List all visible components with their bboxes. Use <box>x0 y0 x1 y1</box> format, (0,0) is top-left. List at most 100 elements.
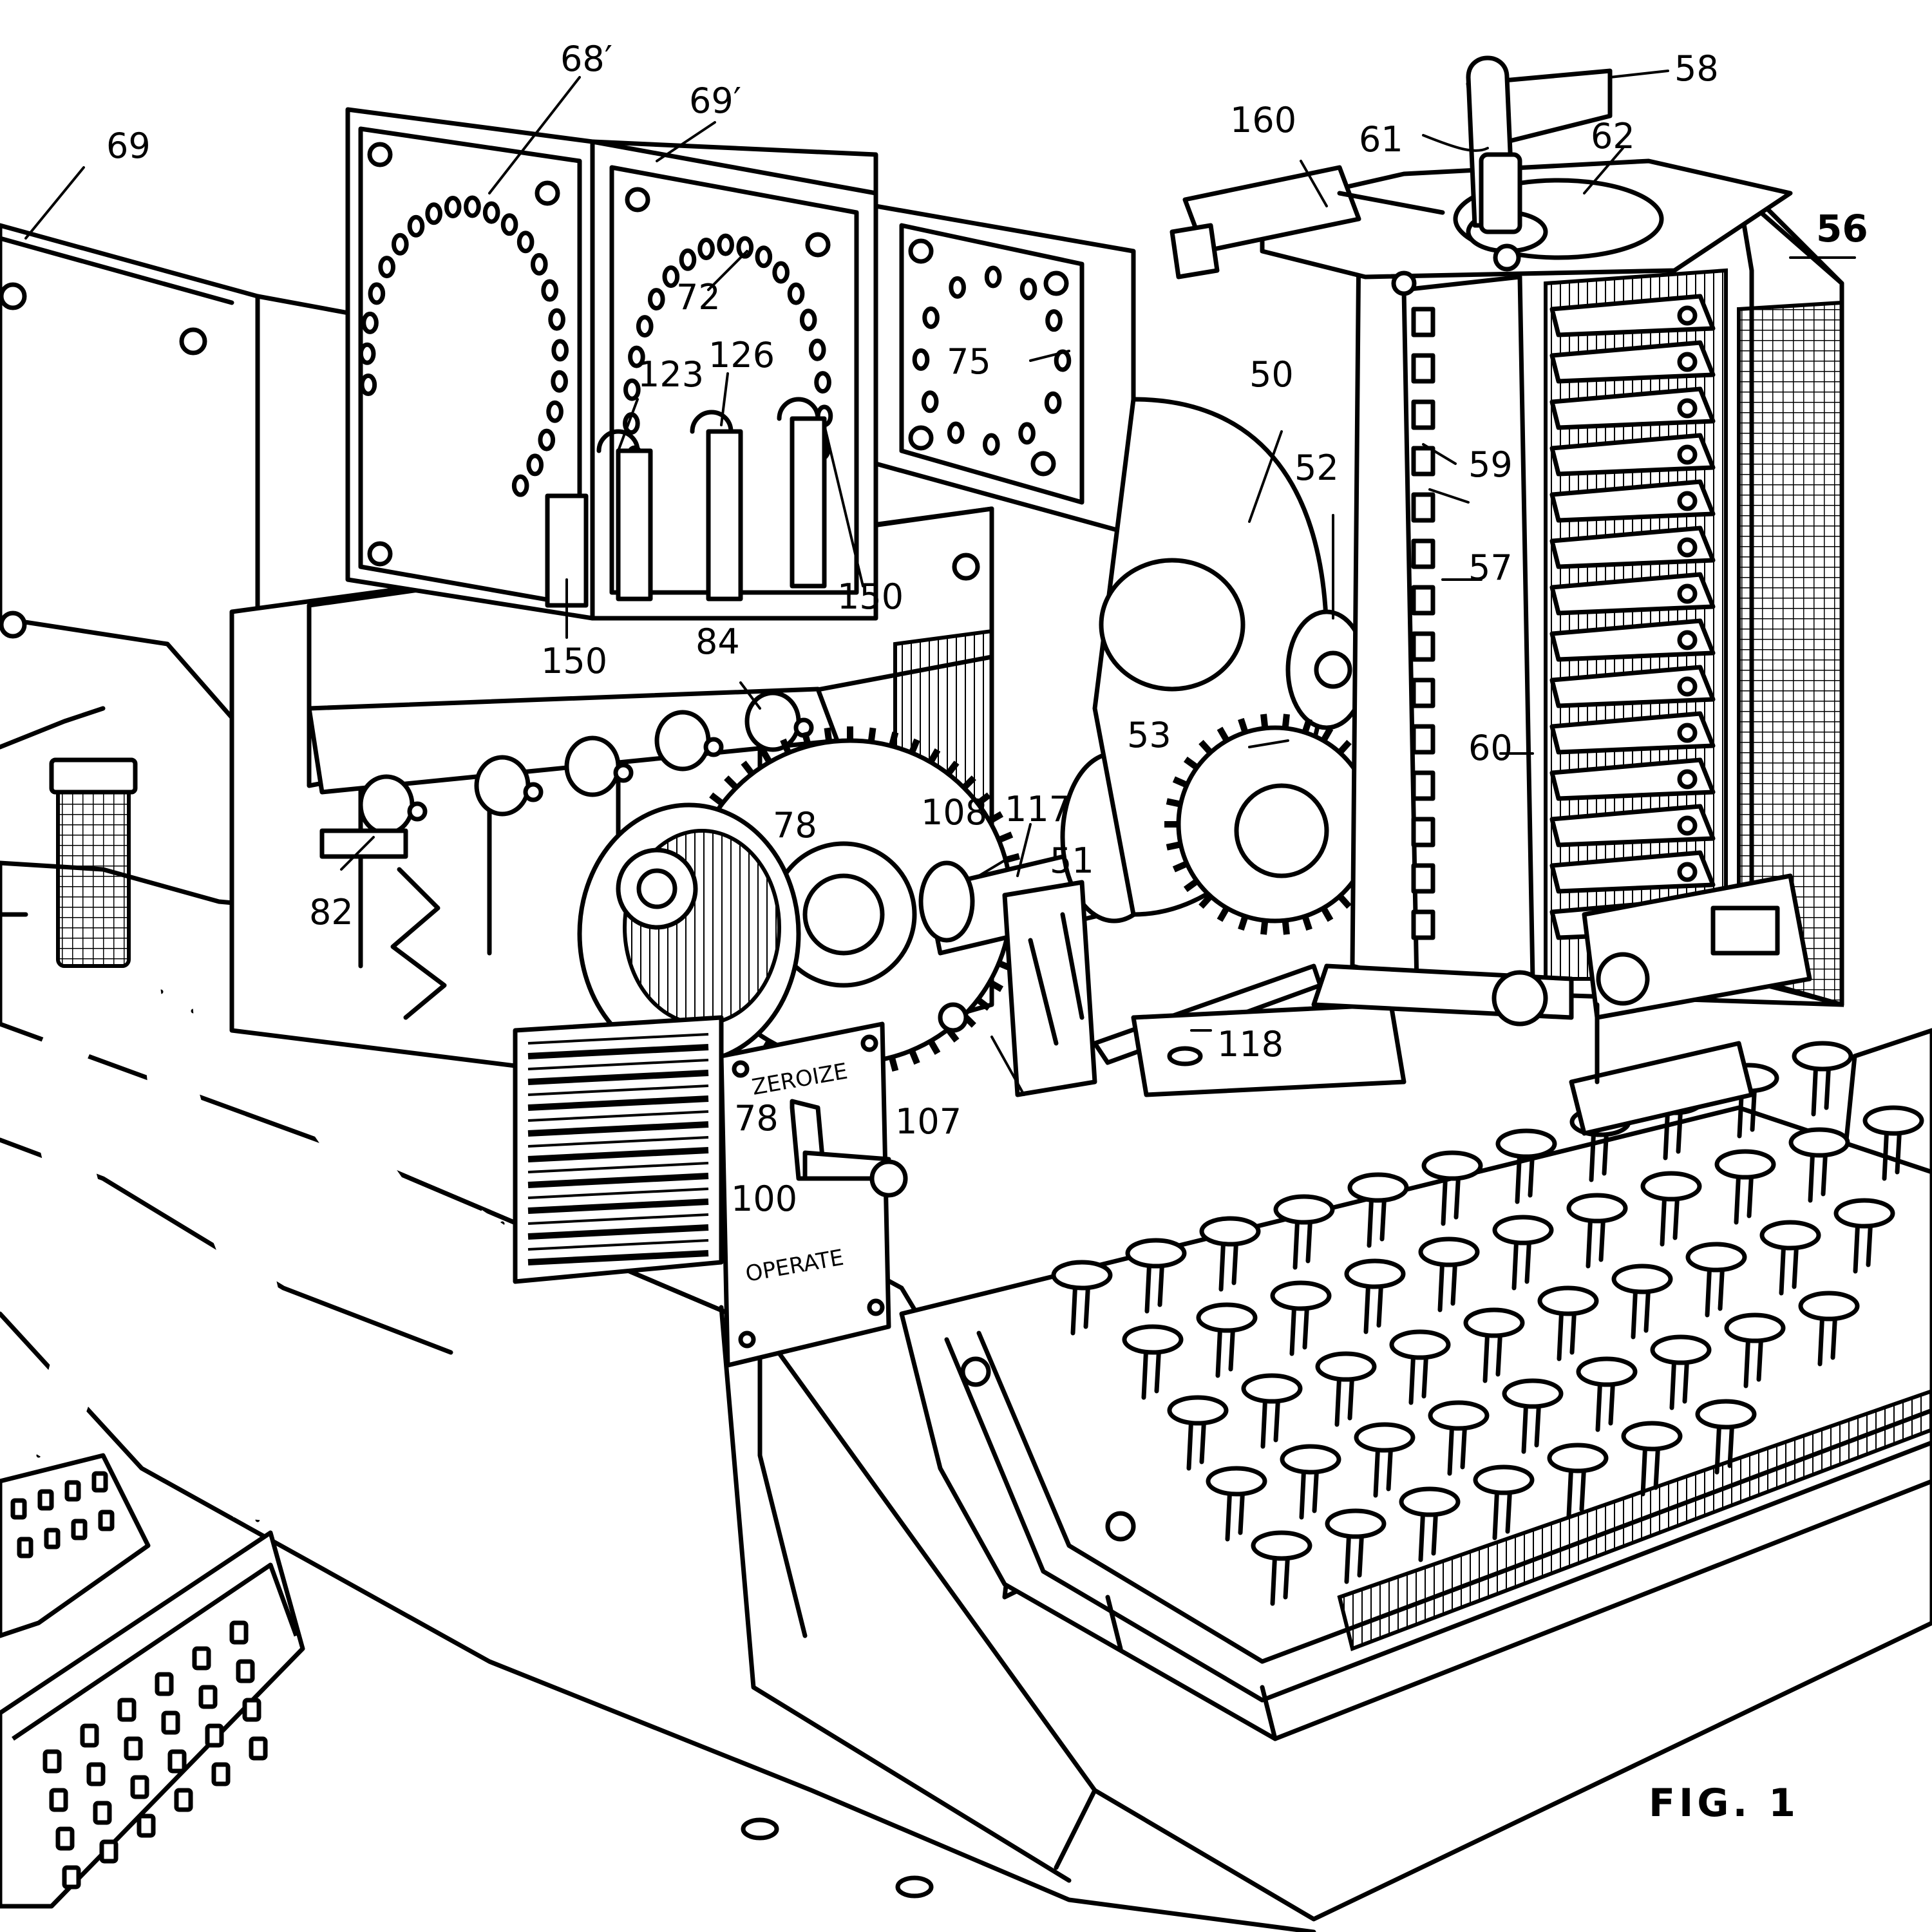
wheel-hole <box>551 370 568 393</box>
figure-caption: FIG. 1 <box>1649 1781 1799 1826</box>
wheel-hole <box>922 306 940 329</box>
rotor-slot <box>1411 399 1435 430</box>
contact-spring <box>1549 526 1716 569</box>
rotor-slot <box>1411 770 1435 801</box>
socket-hole <box>167 1749 187 1774</box>
key-cap <box>1537 1285 1599 1316</box>
card-stack <box>513 1015 724 1284</box>
gear-tooth <box>1166 841 1182 851</box>
mode-panel: ZEROIZE OPERATE <box>719 1021 908 1368</box>
key-cap <box>1125 1238 1187 1269</box>
label-150-right: 150 <box>837 576 904 617</box>
socket-hole <box>192 1646 211 1671</box>
gear-tooth <box>1183 878 1199 893</box>
socket-hole <box>174 1788 193 1812</box>
label-126: 126 <box>708 335 775 375</box>
socket-hole <box>62 1865 81 1889</box>
socket-hole <box>10 1498 27 1520</box>
contact-spring <box>1549 572 1716 616</box>
gear-tooth <box>961 775 976 790</box>
rotor-slot <box>1411 538 1435 569</box>
socket-hole <box>98 1510 115 1531</box>
wheel-hole <box>755 245 773 269</box>
wheel-hole <box>921 390 939 413</box>
wheel-hole <box>628 345 645 368</box>
wheel-hole <box>358 342 376 365</box>
wheel-hole <box>636 315 654 338</box>
key-cap <box>1399 1486 1461 1517</box>
wheel-hole <box>647 288 665 311</box>
rotor-slot <box>1411 909 1435 940</box>
wheel-hole <box>772 261 790 284</box>
wheel-hole <box>736 236 754 259</box>
contact-spring <box>1549 433 1716 477</box>
key-cap <box>1495 1128 1557 1159</box>
label-58: 58 <box>1674 48 1719 89</box>
key-cap <box>1325 1508 1387 1539</box>
key-cap <box>1695 1399 1757 1430</box>
socket-hole <box>80 1723 99 1748</box>
contact-screw <box>1677 723 1698 743</box>
gear-tooth <box>759 748 773 764</box>
wheel-hole <box>407 214 425 238</box>
card-edge <box>527 1198 709 1214</box>
socket-hole <box>124 1736 143 1761</box>
wheel-hole <box>949 276 966 299</box>
key-cap <box>1611 1264 1673 1294</box>
wheel-holes-75 <box>912 265 1072 456</box>
keyboard-keys <box>1051 1041 1924 1606</box>
card-edge <box>527 1188 709 1199</box>
label-78-gear: 78 <box>773 805 817 846</box>
wheel-hole <box>1044 391 1062 414</box>
gear-tooth <box>988 979 1004 992</box>
gear-tooth <box>1238 915 1249 931</box>
key-cap <box>1724 1312 1786 1343</box>
wheel-hole <box>464 195 481 218</box>
key-cap <box>1473 1464 1535 1495</box>
knob-screw <box>703 737 724 757</box>
wheel-hole <box>912 348 930 371</box>
gear-tooth <box>1166 798 1182 808</box>
key-cap <box>1463 1307 1525 1338</box>
wheel-hole <box>947 421 965 444</box>
socket-hole <box>55 1826 75 1851</box>
contact-spring <box>1549 804 1716 848</box>
rotor-slot <box>1411 492 1435 523</box>
key-cap <box>1621 1421 1683 1452</box>
card-edge <box>527 1110 709 1122</box>
knob <box>474 755 531 817</box>
key-cap <box>1566 1193 1628 1224</box>
wheel-hole <box>500 213 518 236</box>
wheel-hole <box>808 338 826 361</box>
wheel-hole <box>530 252 548 276</box>
card-edge <box>527 1136 709 1148</box>
card-edge <box>527 1147 709 1162</box>
card-edge <box>527 1070 709 1085</box>
wheel-hole <box>541 279 558 302</box>
label-56: 56 <box>1816 207 1868 251</box>
gear-tooth <box>1337 739 1352 755</box>
contact-screw <box>1677 583 1698 604</box>
bracket-107 <box>938 880 1097 1097</box>
socket-hole <box>17 1537 33 1558</box>
key-cap <box>1344 1258 1406 1289</box>
wheel-hole <box>551 339 569 362</box>
label-75: 75 <box>947 341 991 382</box>
key-cap <box>1347 1172 1409 1203</box>
contact-spring <box>1549 665 1716 708</box>
contact-screw <box>1677 676 1698 697</box>
card-edge <box>527 1213 709 1225</box>
socket-hole <box>37 1489 54 1511</box>
gear-tooth <box>867 727 876 743</box>
card-edge <box>527 1173 709 1188</box>
gear-tooth <box>1172 776 1189 788</box>
wheel-hole <box>697 238 715 261</box>
reference-labels: 69 68′ 69′ 72 75 123 126 150 150 84 82 7… <box>24 39 1868 1826</box>
rotor-slot <box>1411 585 1435 616</box>
socket-hole <box>99 1839 118 1864</box>
gear-tooth <box>709 792 724 806</box>
contact-screw <box>1677 491 1698 511</box>
socket-hole <box>236 1659 255 1683</box>
gear-tooth <box>1217 726 1230 743</box>
